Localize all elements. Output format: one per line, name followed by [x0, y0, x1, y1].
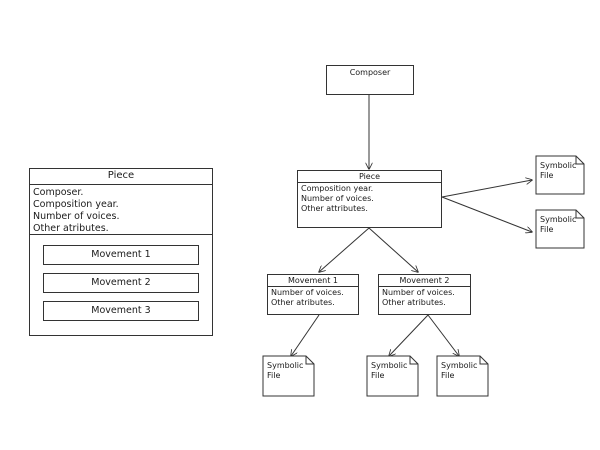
symbolic-file-4-line1: Symbolic [371, 361, 408, 370]
arrow-piece-to-file2 [441, 196, 532, 232]
symbolic-file-1-line2: File [540, 171, 554, 180]
attribute-other: Other atributes. [33, 223, 109, 234]
movement-1-box: Movement 1 [43, 245, 199, 265]
piece-node: Piece Composition year. Number of voices… [297, 170, 442, 228]
symbolic-file-4-line2: File [371, 371, 385, 380]
file-shape-5 [436, 355, 489, 397]
arrow-movement1-to-file [291, 314, 320, 356]
piece-node-attributes: Composition year. Number of voices. Othe… [298, 183, 441, 215]
symbolic-file-2-line1: Symbolic [540, 215, 577, 224]
piece-container: Piece Composer. Composition year. Number… [29, 168, 213, 336]
attribute-composition-year: Composition year. [33, 199, 119, 210]
symbolic-file-2-line2: File [540, 225, 554, 234]
movement-1-node-title: Movement 1 [268, 275, 358, 287]
symbolic-file-3-line2: File [267, 371, 281, 380]
arrow-piece-to-file1 [441, 180, 532, 198]
arrow-piece-to-movement1 [319, 227, 370, 272]
file-shape-2 [535, 209, 585, 249]
piece-node-title: Piece [298, 171, 441, 183]
piece-title: Piece [30, 169, 212, 185]
movement-2-node-attr-2: Other atributes. [382, 298, 446, 307]
attribute-composer: Composer. [33, 187, 84, 198]
symbolic-file-3-line1: Symbolic [267, 361, 304, 370]
movement-1-node: Movement 1 Number of voices. Other atrib… [267, 274, 359, 315]
arrow-movement2-to-file2 [427, 314, 459, 356]
piece-attributes: Composer. Composition year. Number of vo… [30, 185, 212, 235]
file-shape-3 [262, 355, 315, 397]
arrow-piece-to-movement2 [368, 227, 418, 272]
symbolic-file-1-line1: Symbolic [540, 161, 577, 170]
movement-3-box: Movement 3 [43, 301, 199, 321]
piece-node-attr-3: Other attributes. [301, 204, 368, 213]
file-shape-4 [366, 355, 419, 397]
symbolic-file-5-line2: File [441, 371, 455, 380]
movement-2-box: Movement 2 [43, 273, 199, 293]
piece-node-attr-1: Composition year. [301, 184, 374, 193]
movement-1-node-attributes: Number of voices. Other atributes. [268, 287, 358, 309]
file-shape-1 [535, 155, 585, 195]
piece-node-attr-2: Number of voices. [301, 194, 374, 203]
movement-2-node-attributes: Number of voices. Other atributes. [379, 287, 470, 309]
symbolic-file-5-line1: Symbolic [441, 361, 478, 370]
composer-node: Composer [326, 65, 414, 95]
movement-2-node-title: Movement 2 [379, 275, 470, 287]
attribute-number-of-voices: Number of voices. [33, 211, 120, 222]
movement-2-node-attr-1: Number of voices. [382, 288, 455, 297]
arrow-movement2-to-file1 [389, 314, 429, 356]
movement-1-node-attr-2: Other atributes. [271, 298, 335, 307]
movement-1-node-attr-1: Number of voices. [271, 288, 344, 297]
movement-2-node: Movement 2 Number of voices. Other atrib… [378, 274, 471, 315]
